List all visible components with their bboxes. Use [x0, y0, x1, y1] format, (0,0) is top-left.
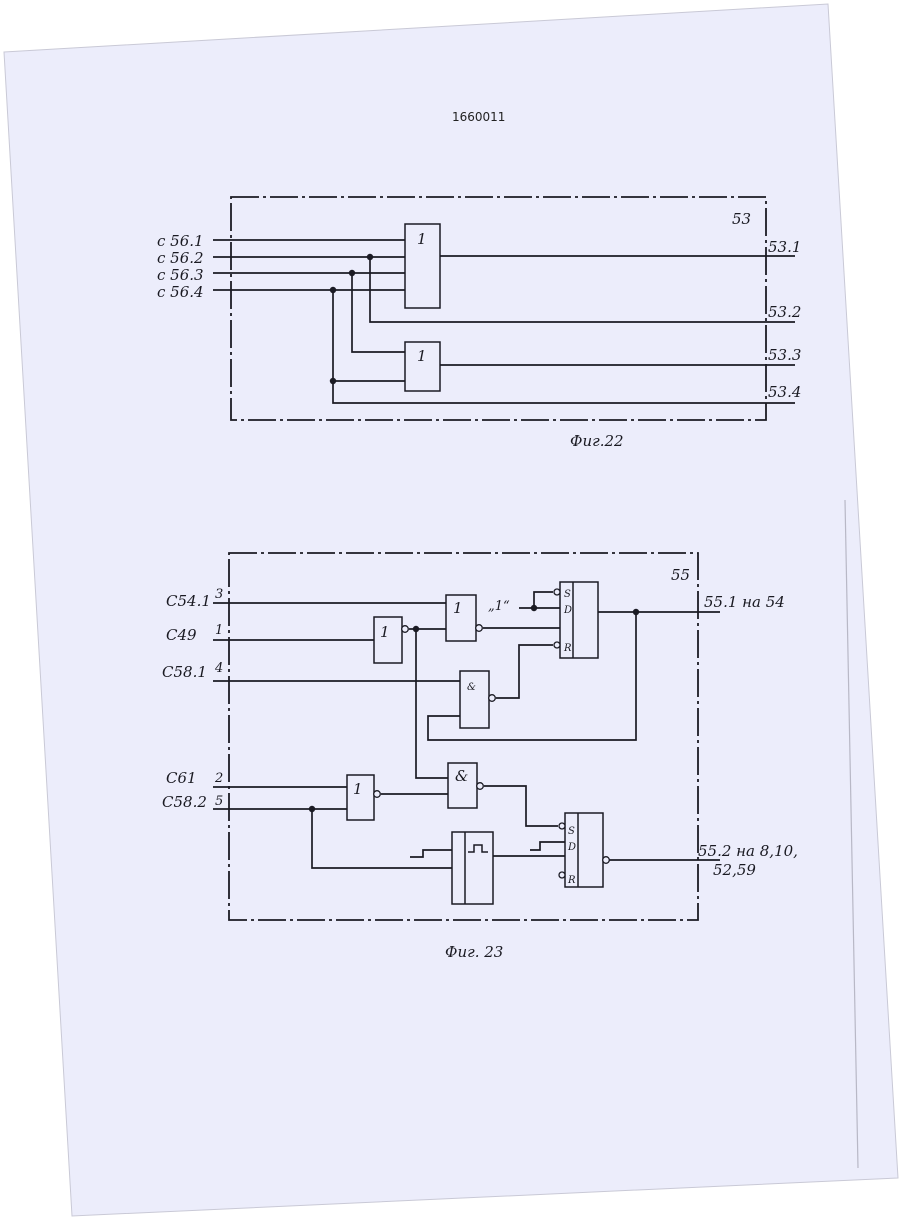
fig22-input-label-3: с 56.3: [157, 266, 204, 284]
fig23-junction-const: [531, 605, 537, 611]
fig23-junction-c58-2: [309, 806, 315, 812]
fig22-input-label-4: с 56.4: [157, 283, 204, 301]
fig22-output-label-1: 53.1: [768, 238, 801, 256]
fig23-pin-3: 3: [215, 587, 223, 602]
fig23-input-label-c58-2: С58.2: [162, 793, 207, 811]
fig23-ff1-r-pin: R: [563, 643, 572, 654]
fig22-input-label-2: с 56.2: [157, 249, 204, 267]
fig23-ff2-r-bubble: [559, 872, 565, 878]
fig23-or-gate-label: 1: [453, 599, 463, 617]
fig23-block-id: 55: [671, 566, 690, 584]
fig23-or-gate-bubble: [476, 625, 483, 632]
fig22-junction-2: [349, 270, 355, 276]
fig23-input-label-c49: С49: [166, 626, 197, 644]
fig23-output-label-1: 55.1 на 54: [704, 593, 785, 611]
fig23-junction-inv: [413, 626, 419, 632]
fig23-and-gate-lower-bubble: [477, 783, 484, 790]
fig22-caption: Фиг.22: [570, 432, 624, 450]
fig23-ff2-out-bubble: [603, 857, 610, 864]
fig22-output-label-3: 53.3: [768, 346, 801, 364]
fig23-input-label-c58-1: С58.1: [162, 663, 207, 681]
fig22-junction-4: [330, 378, 336, 384]
fig23-pin-4: 4: [214, 661, 223, 676]
fig23-ff1-s-bubble: [554, 589, 560, 595]
fig23-ff1-s-pin: S: [564, 589, 571, 600]
fig23-and-gate-lower-label: &: [455, 767, 468, 785]
fig22-block-id: 53: [732, 210, 751, 228]
fig23-and-gate-upper-bubble: [489, 695, 496, 702]
fig23-output-label-2a: 55.2 на 8,10,: [698, 842, 798, 860]
fig23-junction-out1: [633, 609, 639, 615]
fig22-junction-3: [330, 287, 336, 293]
fig23-input-label-c54-1: С54.1: [166, 592, 211, 610]
fig22-output-label-4: 53.4: [768, 383, 801, 401]
fig22-or-gate-upper-label: 1: [417, 230, 427, 248]
fig23-output-label-2b: 52,59: [713, 861, 756, 879]
fig23-const-one-label: „1“: [488, 599, 510, 614]
fig23-ff2-r-pin: R: [567, 875, 576, 886]
fig23-pin-2: 2: [214, 771, 223, 786]
fig23-inverter-c49-label: 1: [380, 623, 390, 641]
fig22-or-gate-lower-label: 1: [417, 347, 427, 365]
fig22-input-label-1: с 56.1: [157, 232, 204, 250]
fig23-inverter-c61-label: 1: [353, 780, 363, 798]
fig23-ff2-s-bubble: [559, 823, 565, 829]
fig22-output-label-2: 53.2: [768, 303, 801, 321]
fig23-and-gate-upper-label: &: [467, 682, 476, 693]
fig22-junction-1: [367, 254, 373, 260]
fig23-pin-5: 5: [215, 794, 223, 809]
fig23-ff2-d-pin: D: [567, 842, 576, 853]
document-number: 1660011: [452, 110, 505, 124]
fig23-ff2-s-pin: S: [568, 826, 575, 837]
fig23-inverter-c49-bubble: [402, 626, 409, 633]
fig23-pin-1: 1: [215, 623, 223, 638]
fig23-ff1-r-bubble: [554, 642, 560, 648]
fig23-input-label-c61: С61: [166, 769, 197, 787]
fig23-inverter-c61-bubble: [374, 791, 381, 798]
fig23-ff1-d-pin: D: [563, 605, 572, 616]
fig23-caption: Фиг. 23: [445, 943, 503, 961]
